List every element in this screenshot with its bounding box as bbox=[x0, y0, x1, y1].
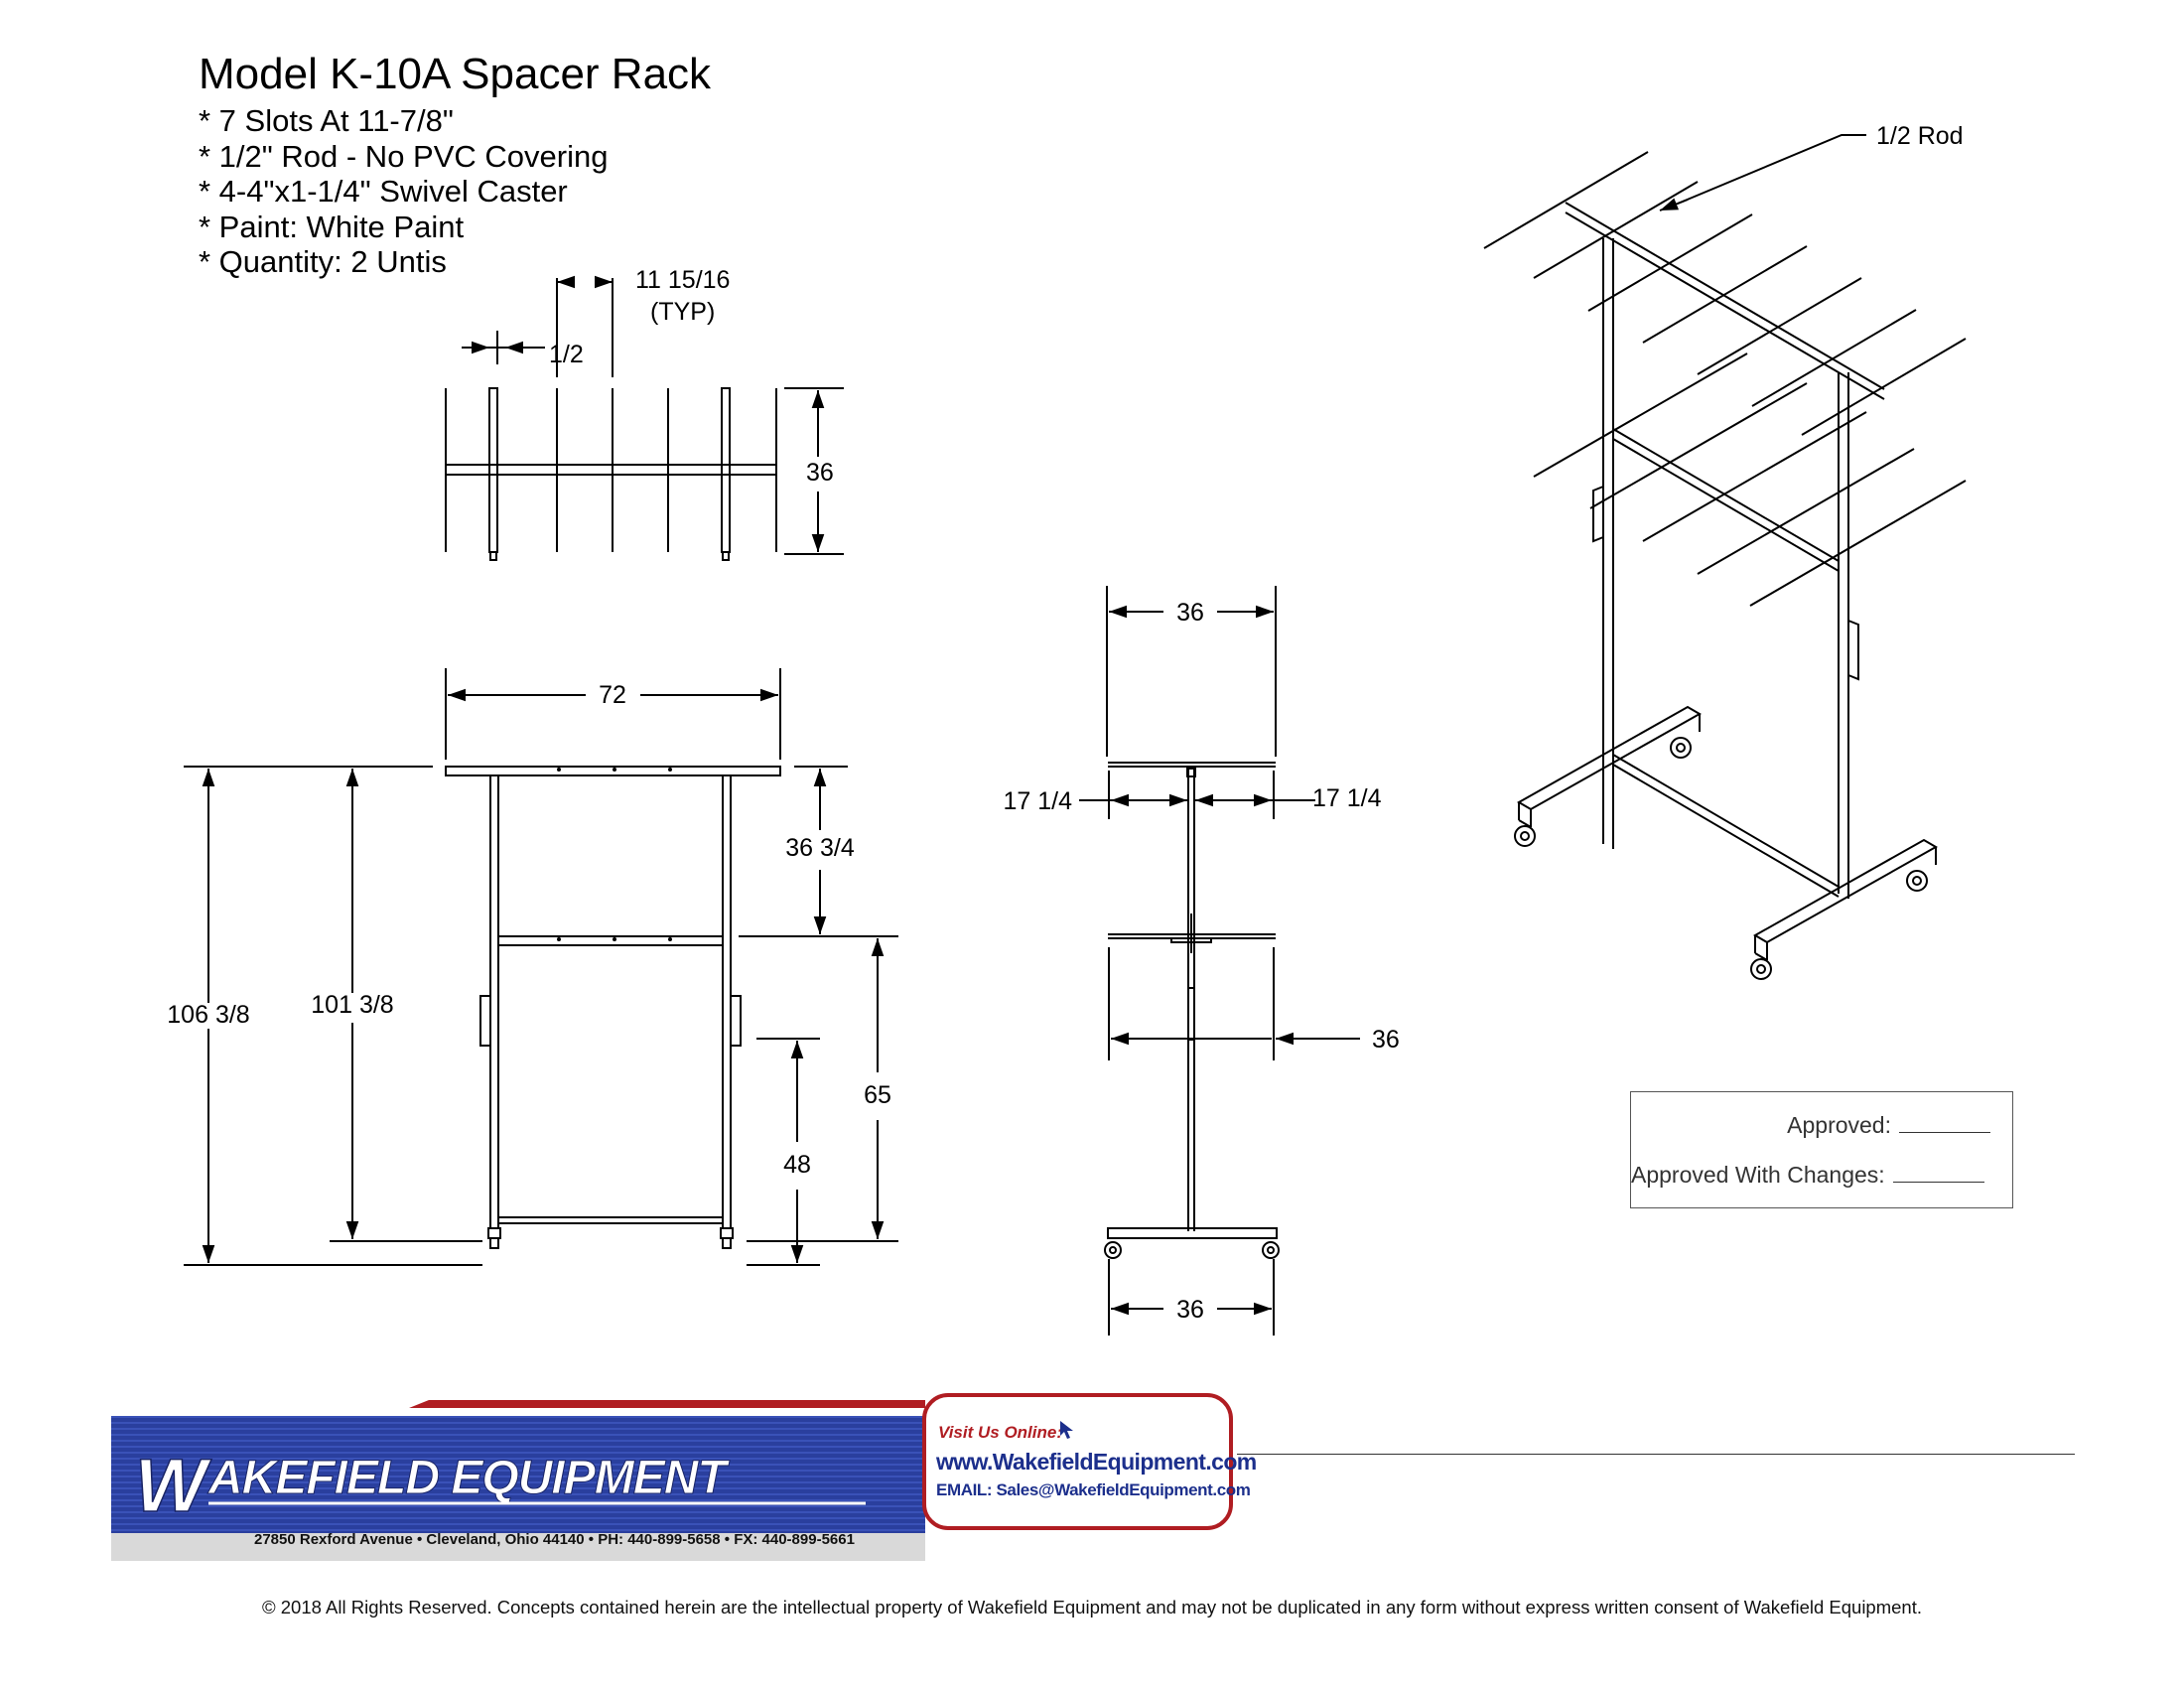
spec-item: * 7 Slots At 11-7/8" bbox=[199, 103, 454, 138]
visit-label: Visit Us Online: bbox=[938, 1423, 1063, 1442]
website-badge[interactable]: Visit Us Online: www.WakefieldEquipment.… bbox=[922, 1393, 1257, 1530]
company-name: AKEFIELD EQUIPMENT bbox=[207, 1452, 730, 1504]
dim-side-base-width: 36 bbox=[1176, 1296, 1204, 1324]
approved-signature-line[interactable] bbox=[1899, 1114, 1990, 1133]
dim-handle-height: 48 bbox=[783, 1151, 811, 1179]
company-logo-banner: W AKEFIELD EQUIPMENT bbox=[111, 1400, 925, 1561]
dim-top-section: 36 3/4 bbox=[785, 834, 855, 862]
dim-overall-height: 106 3/8 bbox=[167, 1001, 249, 1029]
dim-side-left-arm: 17 1/4 bbox=[1003, 787, 1072, 815]
approval-box: Approved: Approved With Changes: bbox=[1630, 1091, 2013, 1208]
isometric-view bbox=[1483, 134, 1967, 980]
email-link[interactable]: EMAIL: Sales@WakefieldEquipment.com bbox=[936, 1480, 1251, 1499]
spec-item: * Paint: White Paint bbox=[199, 209, 465, 244]
dim-side-top-width: 36 bbox=[1176, 599, 1204, 627]
front-view bbox=[184, 668, 898, 1266]
spec-item: * Quantity: 2 Untis bbox=[199, 244, 447, 279]
rod-callout-label: 1/2 Rod bbox=[1876, 122, 1964, 150]
dim-slot-spacing: 11 15/16 bbox=[635, 266, 730, 294]
spec-list: * 7 Slots At 11-7/8" * 1/2" Rod - No PVC… bbox=[199, 103, 608, 280]
cursor-icon bbox=[1060, 1421, 1073, 1439]
dim-lower-section: 65 bbox=[864, 1081, 891, 1109]
top-view bbox=[445, 275, 844, 561]
dim-frame-height: 101 3/8 bbox=[311, 991, 393, 1019]
dim-typ: (TYP) bbox=[650, 298, 715, 326]
approved-label: Approved: bbox=[1787, 1112, 1891, 1138]
svg-text:W: W bbox=[135, 1444, 212, 1528]
drawing-title: Model K-10A Spacer Rack bbox=[199, 50, 712, 98]
side-view bbox=[1079, 586, 1360, 1336]
spec-item: * 1/2" Rod - No PVC Covering bbox=[199, 138, 609, 174]
dim-rod-half: 1/2 bbox=[549, 341, 584, 368]
approved-changes-row: Approved With Changes: bbox=[1631, 1162, 1984, 1189]
approved-changes-label: Approved With Changes: bbox=[1631, 1162, 1885, 1188]
company-address: 27850 Rexford Avenue • Cleveland, Ohio 4… bbox=[254, 1531, 855, 1548]
spec-item: * 4-4"x1-1/4" Swivel Caster bbox=[199, 174, 568, 209]
dim-side-mid-width: 36 bbox=[1372, 1026, 1400, 1054]
dim-side-right-arm: 17 1/4 bbox=[1312, 784, 1382, 812]
copyright-notice: © 2018 All Rights Reserved. Concepts con… bbox=[261, 1597, 1922, 1618]
website-link[interactable]: www.WakefieldEquipment.com bbox=[936, 1449, 1257, 1475]
approved-row: Approved: bbox=[1787, 1112, 1990, 1139]
footer-divider bbox=[1237, 1454, 2075, 1455]
dim-top-depth: 36 bbox=[806, 459, 834, 487]
dim-overall-width: 72 bbox=[599, 681, 626, 709]
approved-changes-signature-line[interactable] bbox=[1892, 1164, 1984, 1183]
